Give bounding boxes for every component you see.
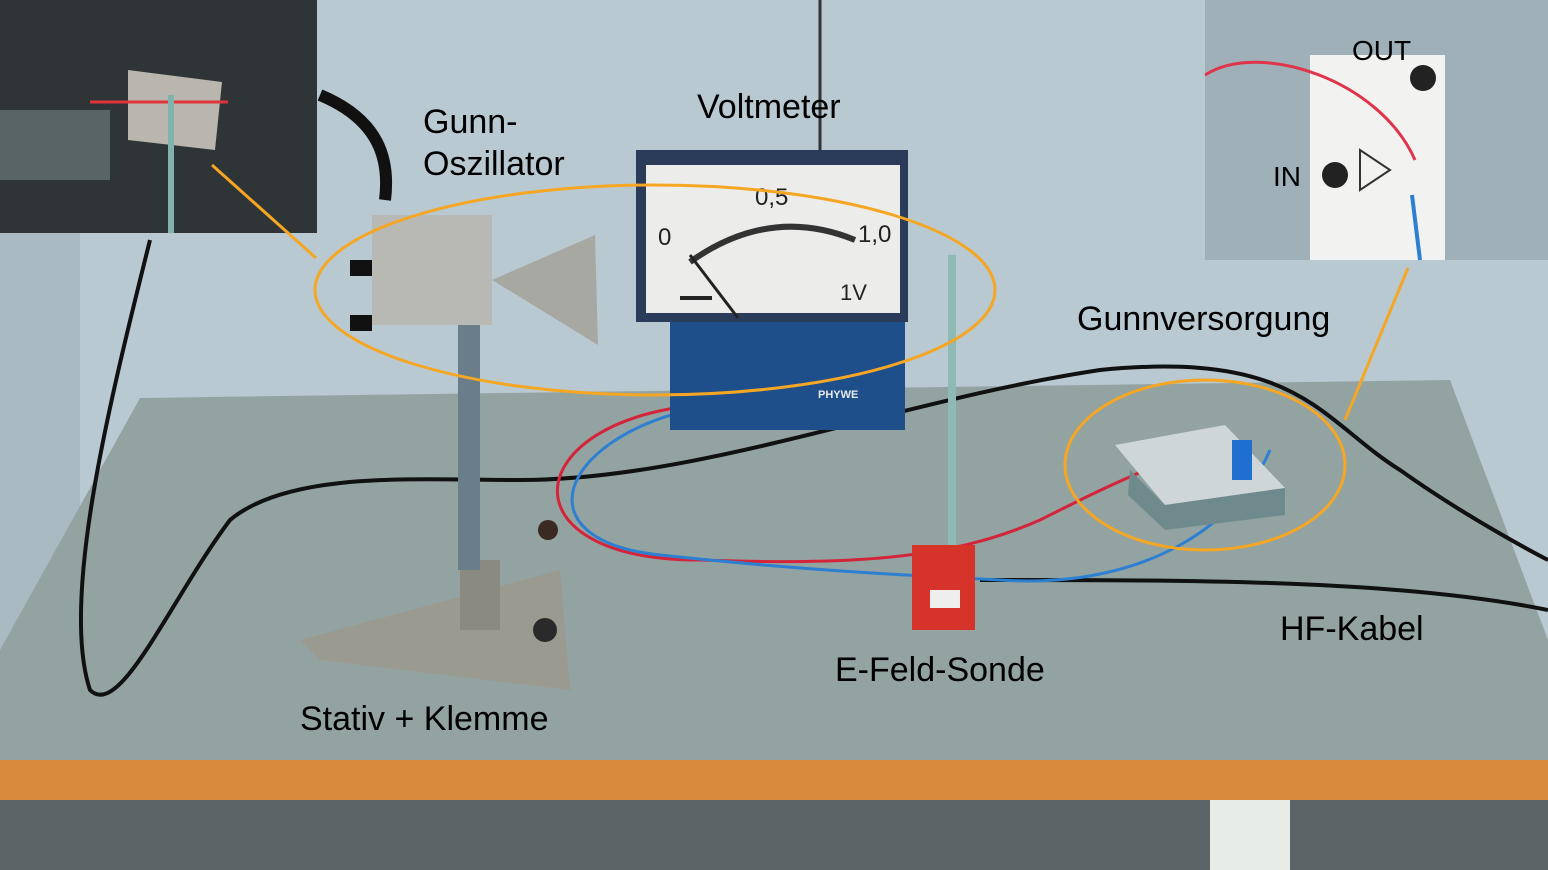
meter-scale-mid: 0,5 [755, 184, 788, 211]
label-gunn-line2: Oszillator [423, 145, 565, 183]
inset-supply-closeup: OUT IN [1204, 0, 1548, 261]
e-field-probe [912, 255, 975, 630]
callout-line-right [1343, 267, 1410, 421]
gunn-oscillator [350, 215, 598, 345]
table-edge [0, 760, 1548, 800]
callout-line-left [211, 163, 317, 260]
label-stativ: Stativ + Klemme [300, 700, 548, 738]
callout-ellipse-oscillator-meter [313, 183, 997, 397]
label-gunn-line1: Gunn- [423, 103, 518, 141]
table-top [0, 380, 1548, 765]
voltmeter: 0,5 0 1,0 1V PHYWE [636, 150, 908, 430]
red-wire [555, 403, 1241, 564]
oscillator-cable [317, 89, 393, 201]
meter-needle [688, 254, 740, 319]
meter-range: 1V [840, 280, 867, 305]
meter-scale-min: 0 [658, 224, 671, 251]
inset-label-out: OUT [1352, 35, 1411, 66]
blue-wire [570, 408, 1272, 583]
black-cable [78, 239, 1548, 697]
label-e-feld-sonde: E-Feld-Sonde [835, 651, 1045, 689]
inset-label-in: IN [1273, 161, 1301, 192]
gunn-supply [1115, 425, 1285, 530]
inset-oscillator-closeup [0, 0, 317, 233]
callouts [211, 163, 1410, 552]
label-hf-kabel: HF-Kabel [1280, 610, 1424, 648]
meter-scale-max: 1,0 [858, 221, 891, 248]
label-voltmeter: Voltmeter [697, 88, 841, 126]
meter-brand: PHYWE [818, 389, 858, 401]
label-gunnversorgung: Gunnversorgung [1077, 300, 1330, 338]
floor [0, 800, 1548, 870]
power-strip [1210, 800, 1290, 870]
callout-ellipse-supply [1063, 378, 1347, 552]
